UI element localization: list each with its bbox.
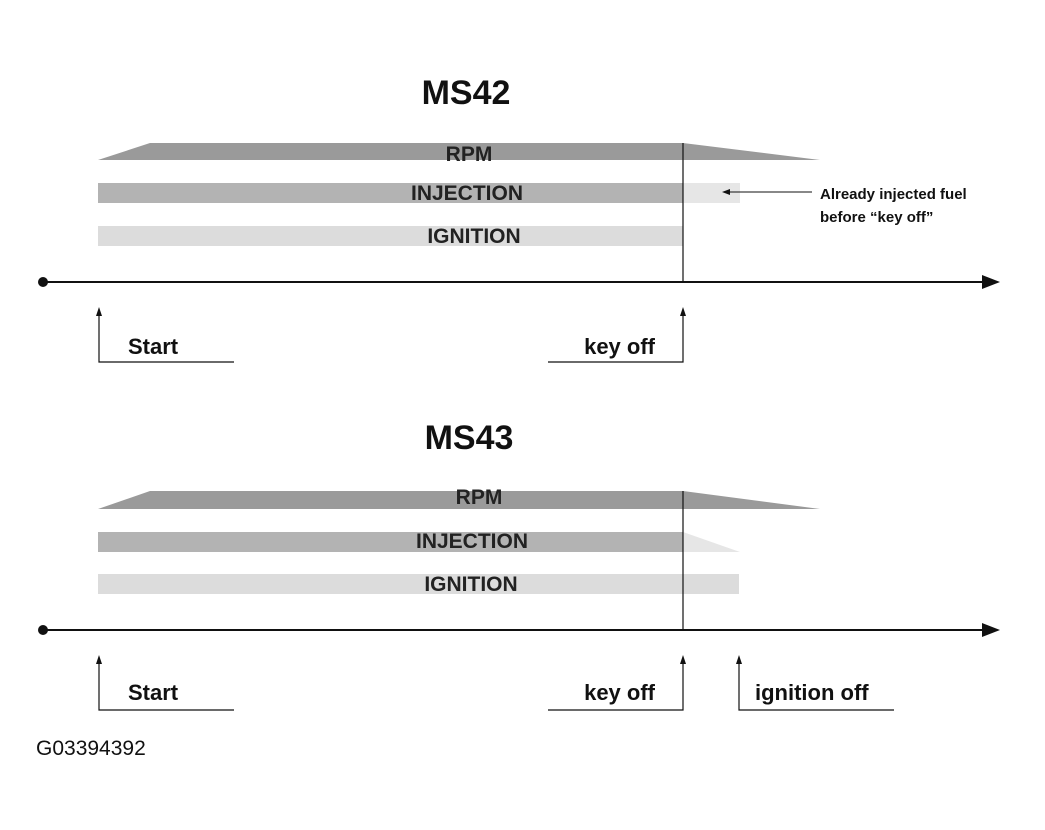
ms43-ignition-off-bracket — [738, 664, 894, 711]
ms43-key-off-arrowhead — [680, 655, 686, 664]
ms42-key-off-bracket — [548, 316, 684, 363]
ms42-ignition-bar — [98, 226, 683, 246]
ms43-ignition-bar — [98, 574, 739, 594]
ms42-ignition-label: IGNITION — [427, 225, 520, 248]
ms43-rpm-bar — [98, 491, 820, 509]
ms43-title: MS43 — [425, 419, 514, 457]
ms43-rpm-label: RPM — [456, 486, 503, 509]
ms42-time-axis-arrowhead — [982, 275, 1000, 289]
ms42-start-arrowhead — [96, 307, 102, 316]
ms43-ignition-off-label: ignition off — [755, 680, 869, 705]
ms42-key-off-label: key off — [584, 334, 656, 359]
ms42-injection-label: INJECTION — [411, 182, 523, 205]
ms43-start-arrowhead — [96, 655, 102, 664]
ms42-injection-bar — [98, 183, 683, 203]
ms43-diagram: MS43 RPM INJECTION IGNITION Start key of… — [38, 419, 1000, 711]
ms42-rpm-label: RPM — [446, 143, 493, 166]
ms42-start-label: Start — [128, 334, 179, 359]
ms43-ignition-label: IGNITION — [424, 573, 517, 596]
ms42-title: MS42 — [422, 74, 511, 112]
ms43-injection-bar — [98, 532, 683, 552]
ms42-annotation-arrowhead — [722, 189, 730, 195]
ms43-start-bracket — [98, 664, 234, 711]
figure-id: G03394392 — [36, 737, 146, 760]
ms43-key-off-label: key off — [584, 680, 656, 705]
ms43-time-axis-arrowhead — [982, 623, 1000, 637]
ms42-key-off-arrowhead — [680, 307, 686, 316]
ms43-key-off-bracket — [548, 664, 684, 711]
ms43-ignition-off-arrowhead — [736, 655, 742, 664]
ms43-injection-taper — [683, 532, 740, 552]
ms42-annotation-line2: before “key off” — [820, 209, 933, 226]
ms42-injection-residual — [683, 183, 740, 203]
ms43-injection-label: INJECTION — [416, 530, 528, 553]
ms42-rpm-bar — [98, 143, 820, 160]
ms42-start-bracket — [98, 316, 234, 363]
ms42-diagram: MS42 RPM INJECTION IGNITION Already inje… — [38, 74, 1000, 363]
ms42-annotation-line1: Already injected fuel — [820, 186, 967, 203]
ms43-start-label: Start — [128, 680, 179, 705]
